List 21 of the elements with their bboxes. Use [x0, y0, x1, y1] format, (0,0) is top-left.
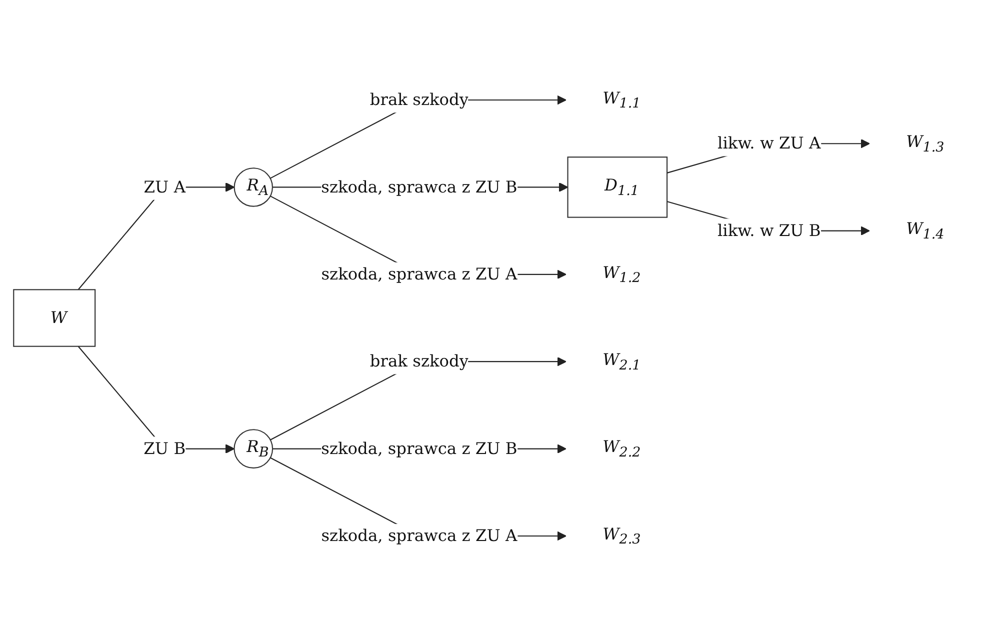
edge-label: ZU A — [144, 177, 186, 197]
edge-label: szkoda, sprawca z ZU B — [321, 438, 518, 458]
node-text: W$_{2.2}$ — [602, 437, 641, 460]
edge-label: szkoda, sprawca z ZU A — [321, 264, 518, 284]
edge-label: brak szkody — [370, 90, 469, 110]
node-box: W — [13, 289, 96, 347]
edge-label: ZU B — [144, 438, 186, 458]
node-box: D$_{1.1}$ — [567, 156, 668, 218]
node-text: W$_{2.3}$ — [602, 524, 641, 547]
edge-label: szkoda, sprawca z ZU B — [321, 177, 518, 197]
edge-label: likw. w ZU B — [717, 220, 821, 240]
node-circle: R$_{B}$ — [234, 429, 274, 468]
edge-label: likw. w ZU A — [718, 134, 821, 154]
node-text: W$_{1.4}$ — [906, 219, 944, 242]
edge-label: szkoda, sprawca z ZU A — [321, 526, 518, 546]
edge-label: brak szkody — [370, 352, 469, 372]
node-text: W$_{1.2}$ — [602, 262, 641, 286]
node-text: W$_{2.1}$ — [602, 350, 641, 373]
node-text: W$_{1.1}$ — [602, 88, 641, 111]
node-text: W$_{1.3}$ — [906, 132, 944, 155]
node-circle: R$_{A}$ — [234, 168, 273, 207]
